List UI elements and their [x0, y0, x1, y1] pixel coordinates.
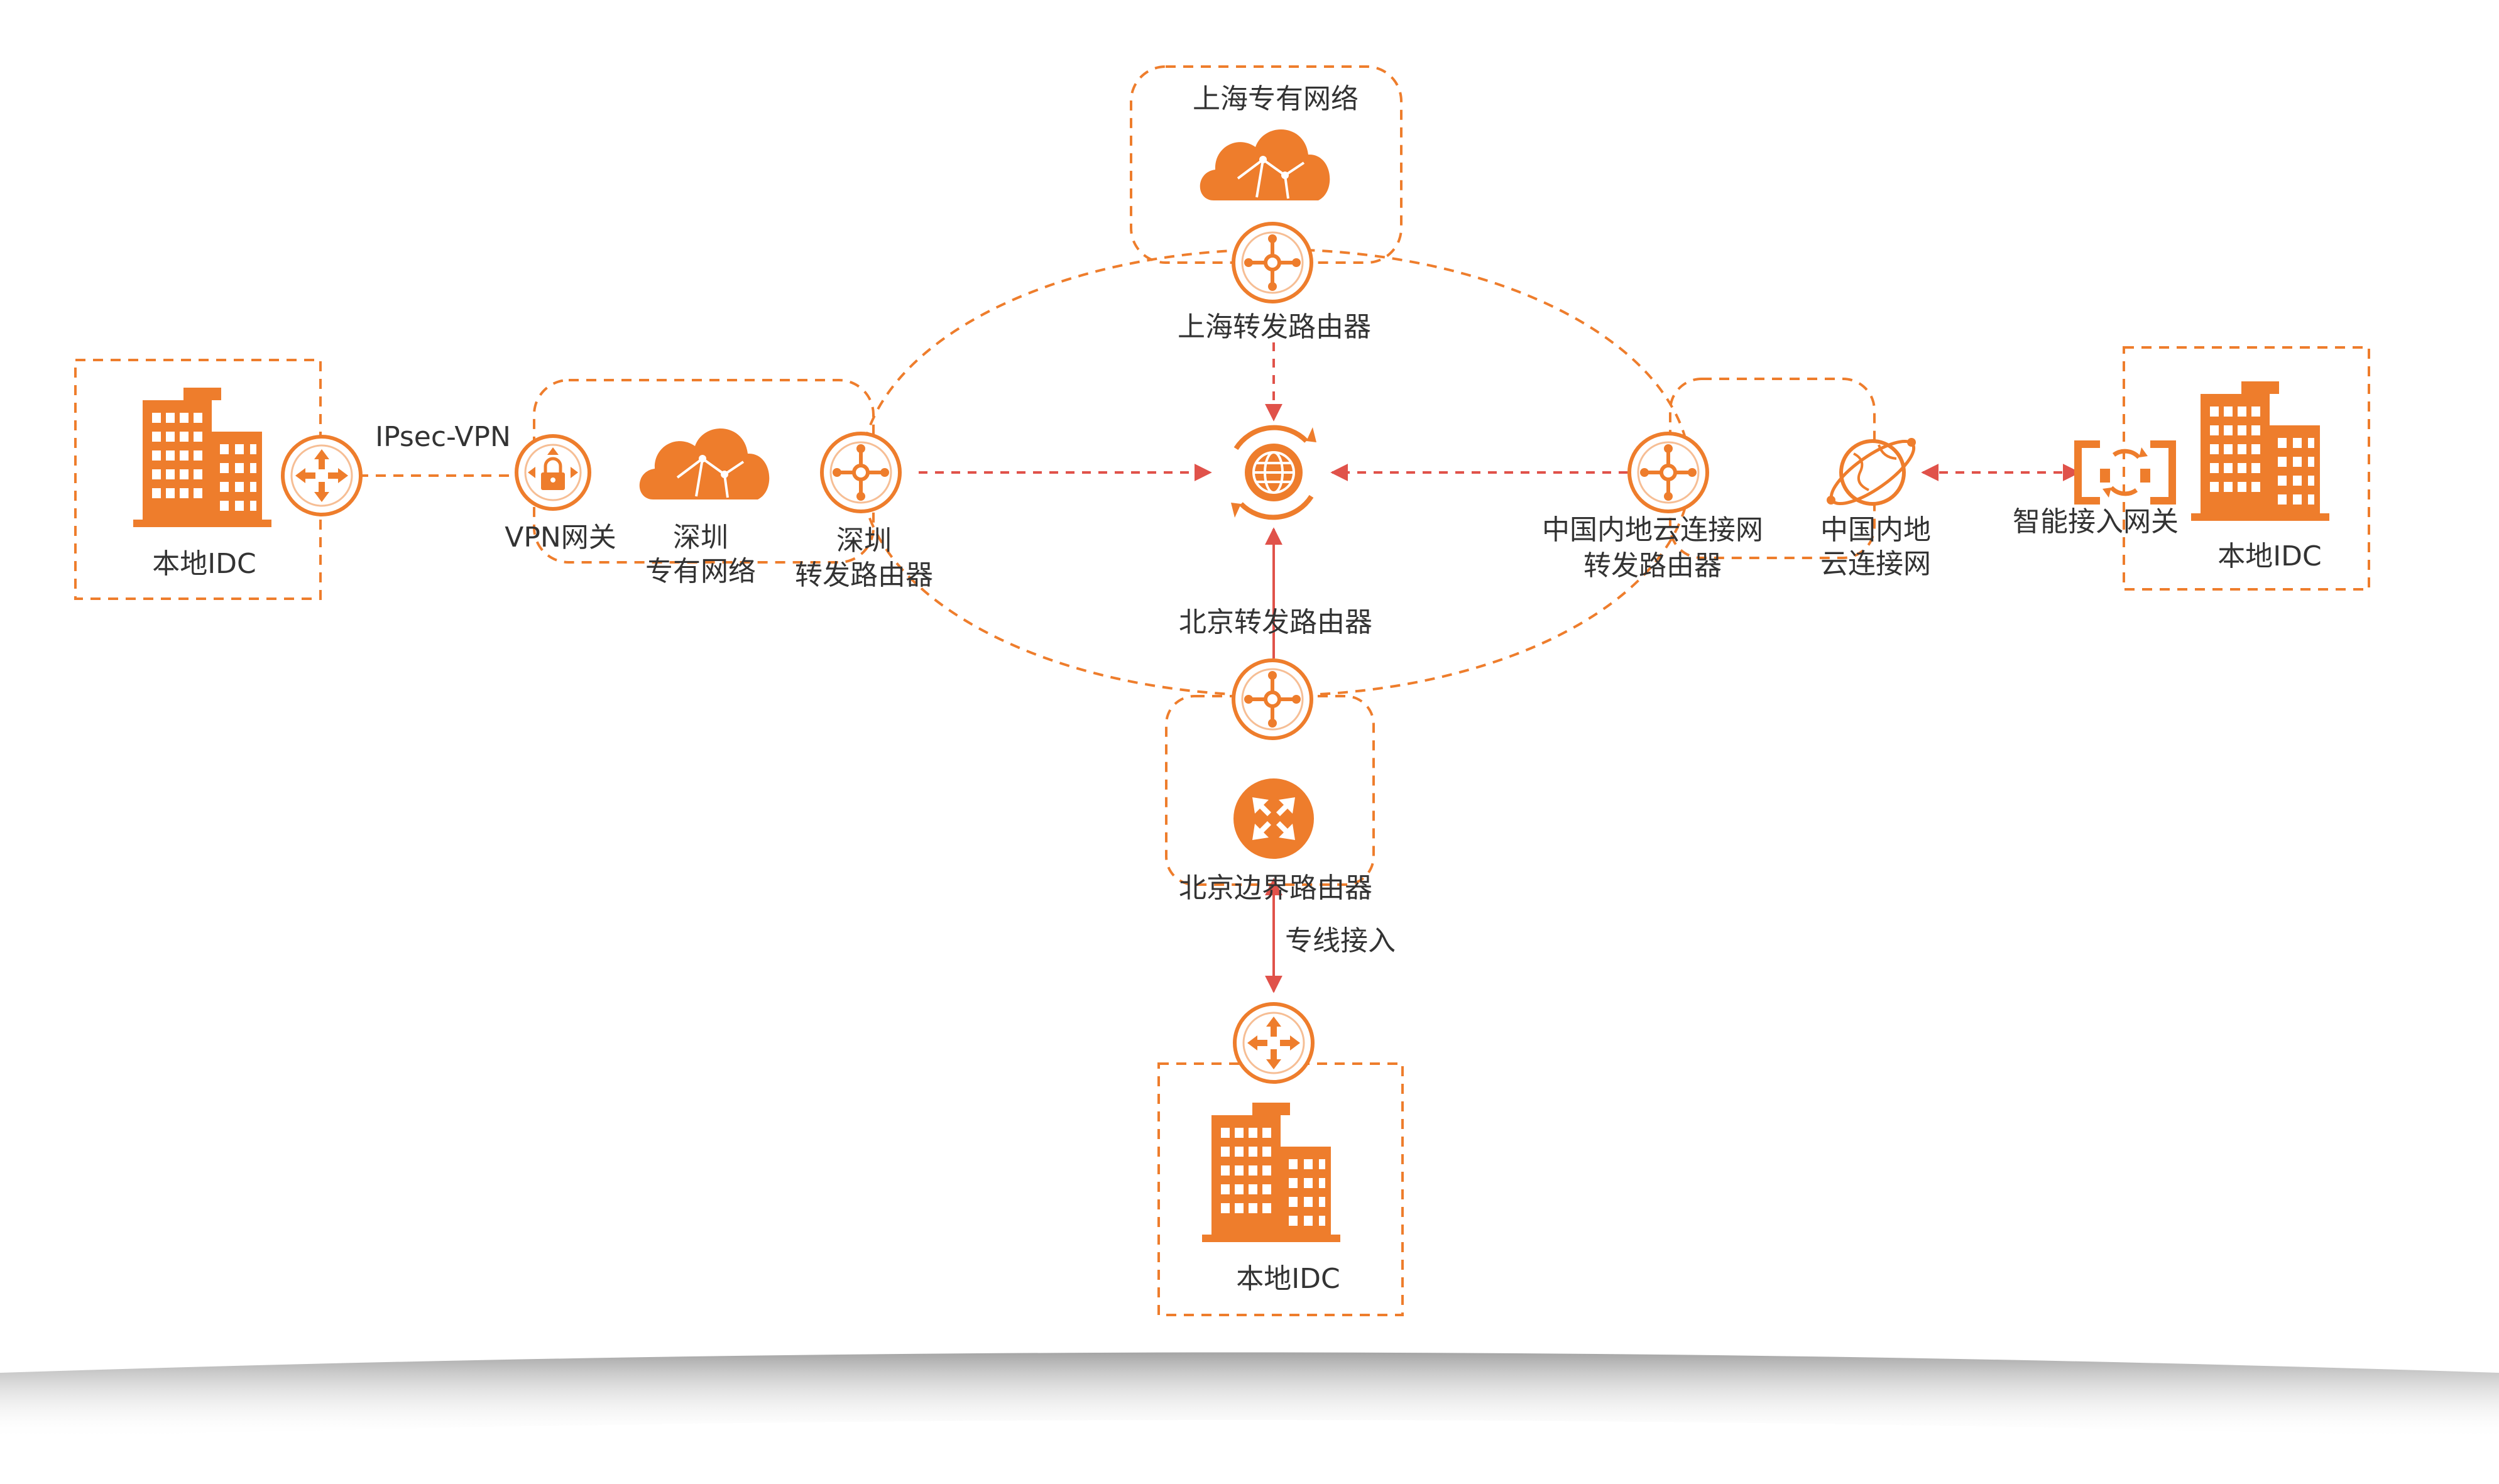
vpn-gateway-label: VPN网关 — [505, 521, 616, 554]
idc-right-box — [2123, 346, 2370, 591]
beijing-router-label: 北京转发路由器 — [1179, 606, 1372, 638]
ccn-icon — [1823, 431, 1922, 514]
idc-bottom-label: 本地IDC — [1236, 1263, 1340, 1295]
router-icon — [283, 437, 361, 515]
idc-left-box — [74, 359, 322, 600]
cloud-icon — [638, 427, 771, 501]
ccn-router-label-line2: 转发路由器 — [1583, 550, 1722, 582]
smart-access-gateway-label: 智能接入网关 — [2013, 506, 2179, 538]
building-icon — [1202, 1103, 1340, 1242]
cloud-icon — [1198, 128, 1332, 202]
globe-icon — [1231, 427, 1316, 518]
shanghai-router-label: 上海转发路由器 — [1178, 311, 1371, 343]
ipsec-vpn-label: IPsec-VPN — [375, 421, 511, 453]
border-router-icon — [1233, 778, 1314, 859]
idc-right-label: 本地IDC — [2217, 540, 2322, 572]
shenzhen-router-label-line2: 转发路由器 — [795, 559, 933, 591]
building-icon — [2191, 381, 2329, 521]
transit-router-icon — [1629, 434, 1707, 511]
transit-router-icon — [1233, 224, 1311, 302]
vpn-gateway-icon — [517, 436, 589, 509]
page-shadow — [0, 1352, 2499, 1439]
transit-router-icon — [1233, 660, 1311, 738]
shanghai-vpc-label: 上海专有网络 — [1193, 83, 1359, 115]
building-icon — [133, 388, 271, 527]
shenzhen-vpc-label-line1: 深圳 — [673, 521, 728, 554]
ccn-label-line1: 中国内地 — [1820, 514, 1931, 546]
transit-router-icon — [822, 434, 900, 511]
beijing-border-router-label: 北京边界路由器 — [1179, 872, 1372, 904]
router-icon — [1235, 1004, 1313, 1082]
shenzhen-router-label-line1: 深圳 — [836, 525, 892, 557]
idc-left-label: 本地IDC — [152, 548, 256, 580]
leased-line-label: 专线接入 — [1285, 925, 1396, 957]
shenzhen-vpc-label-line2: 专有网络 — [645, 555, 756, 587]
ccn-router-label-line1: 中国内地云连接网 — [1542, 514, 1763, 546]
ccn-label-line2: 云连接网 — [1820, 548, 1931, 580]
idc-bottom-box — [1157, 1062, 1404, 1316]
